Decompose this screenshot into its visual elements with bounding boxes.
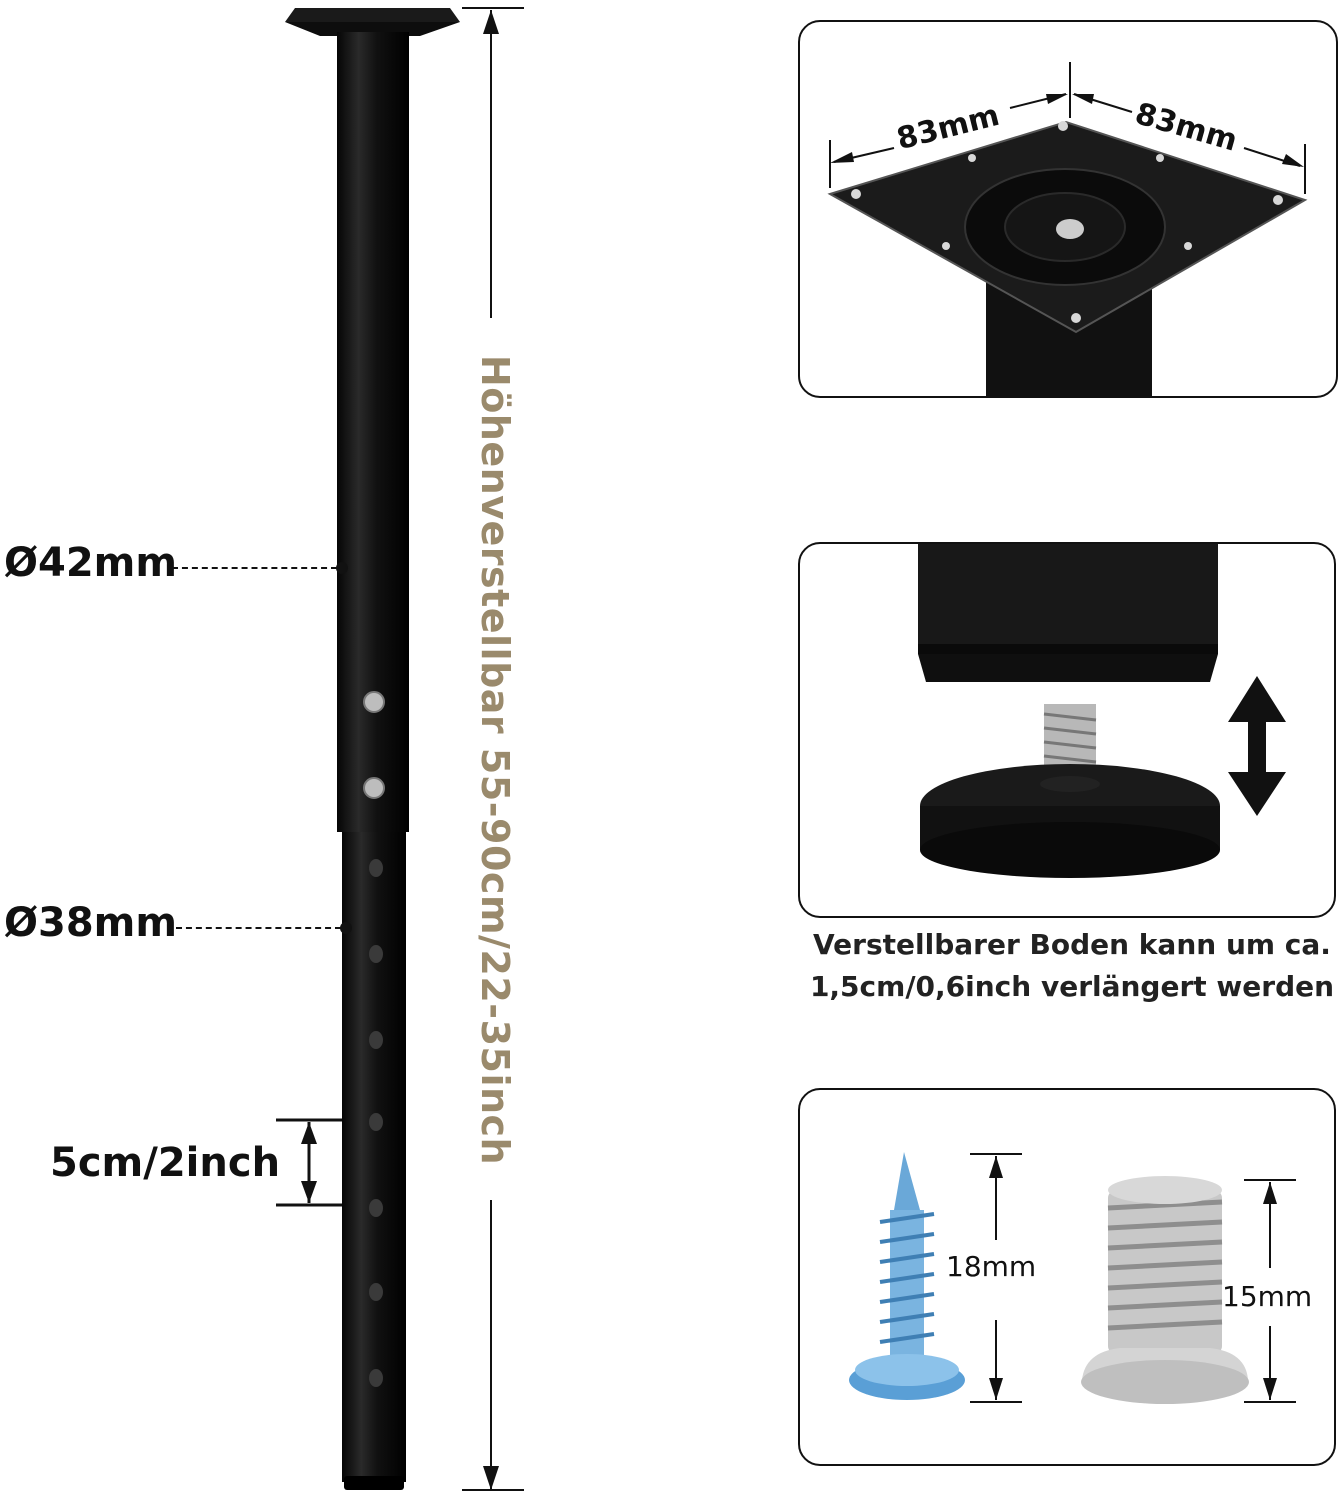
upper-diameter-leader xyxy=(172,567,337,569)
plate-drawing xyxy=(827,62,1308,396)
machine-screw-length-label: 15mm xyxy=(1222,1280,1313,1313)
height-arrow xyxy=(462,7,524,1491)
lower-diameter-leader xyxy=(176,927,341,929)
height-adjustment-label: Höhenverstellbar 55-90cm/22-35inch xyxy=(473,354,517,1166)
lower-diameter-dot xyxy=(340,922,352,934)
adjustment-holes xyxy=(369,859,383,1387)
wood-screw xyxy=(849,1152,965,1400)
foot-caption-line1: Verstellbarer Boden kann um ca. xyxy=(813,928,1331,961)
wood-screw-length-label: 18mm xyxy=(946,1250,1037,1283)
joint-screw xyxy=(363,691,385,713)
plate-detail-panel: 83mm 83mm xyxy=(798,20,1338,398)
mounting-plate xyxy=(285,8,460,22)
hole-spacing-label: 5cm/2inch xyxy=(50,1140,281,1186)
hole-spacing-bracket xyxy=(276,1118,342,1207)
lower-diameter-label: Ø38mm xyxy=(4,900,178,946)
foot-caption: Verstellbarer Boden kann um ca. 1,5cm/0,… xyxy=(790,924,1340,1008)
upper-diameter-label: Ø42mm xyxy=(4,540,178,586)
table-leg-drawing xyxy=(276,7,524,1491)
up-down-arrow xyxy=(1228,676,1286,816)
joint-screw xyxy=(363,777,385,799)
machine-screw xyxy=(1081,1176,1249,1404)
screws-panel: 18mm 15mm xyxy=(798,1088,1336,1466)
foot-caption-line2: 1,5cm/0,6inch verlängert werden xyxy=(809,970,1335,1003)
screws-drawing xyxy=(849,1152,1296,1404)
foot-detail-panel xyxy=(798,542,1336,918)
leg-illustration xyxy=(0,0,560,1500)
tube-bottom xyxy=(918,544,1218,652)
upper-diameter-dot xyxy=(336,562,348,574)
foot-drawing xyxy=(918,544,1286,878)
